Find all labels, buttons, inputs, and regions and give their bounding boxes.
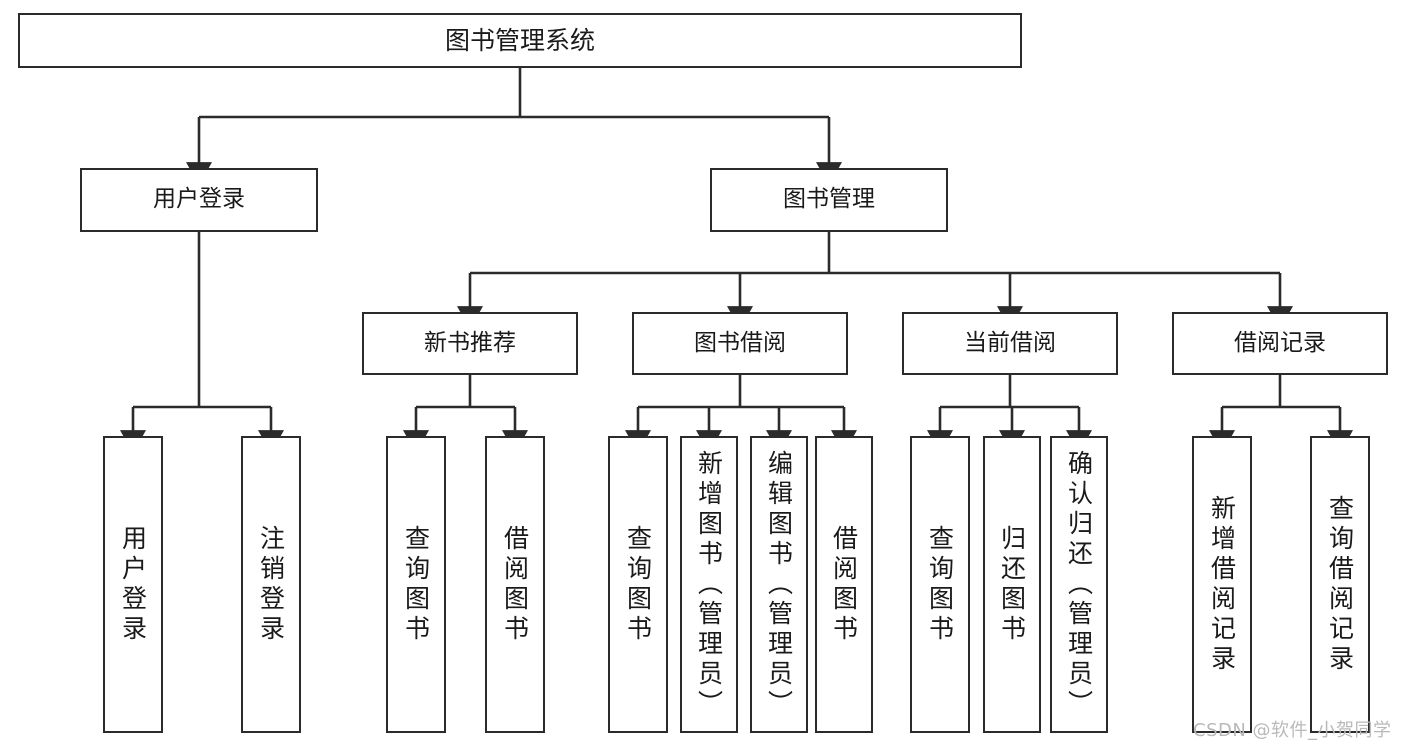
node-label: 确认归还（管理员） — [1064, 449, 1094, 720]
node-label: 借阅图书 — [500, 524, 530, 645]
node-label: 查询图书 — [401, 524, 431, 645]
node-current-borrow[interactable]: 当前借阅 — [902, 312, 1118, 375]
node-leaf-query-book-1[interactable]: 查询图书 — [386, 436, 446, 733]
node-label: 图书管理 — [783, 186, 875, 213]
node-label: 图书管理系统 — [444, 25, 595, 55]
node-label: 编辑图书（管理员） — [764, 449, 794, 720]
node-label: 归还图书 — [997, 524, 1027, 645]
node-user-login[interactable]: 用户登录 — [80, 168, 318, 232]
node-leaf-query-book-2[interactable]: 查询图书 — [608, 436, 668, 733]
node-label: 查询图书 — [925, 524, 955, 645]
watermark: CSDN @软件_小贺同学 — [1193, 720, 1392, 741]
node-label: 新书推荐 — [424, 329, 516, 356]
node-book-borrow[interactable]: 图书借阅 — [632, 312, 848, 375]
node-leaf-query-borrow-record[interactable]: 查询借阅记录 — [1310, 436, 1370, 733]
node-leaf-borrow-book-1[interactable]: 借阅图书 — [485, 436, 545, 733]
node-new-book-recommend[interactable]: 新书推荐 — [362, 312, 578, 375]
node-label: 借阅记录 — [1234, 329, 1326, 356]
node-label: 查询图书 — [623, 524, 653, 645]
node-book-management[interactable]: 图书管理 — [710, 168, 948, 232]
node-root-system[interactable]: 图书管理系统 — [18, 13, 1022, 68]
node-leaf-add-book[interactable]: 新增图书（管理员） — [680, 436, 738, 733]
node-label: 用户登录 — [153, 186, 245, 213]
node-label: 当前借阅 — [964, 329, 1056, 356]
node-label: 查询借阅记录 — [1325, 494, 1355, 675]
node-leaf-add-borrow-record[interactable]: 新增借阅记录 — [1192, 436, 1252, 733]
node-leaf-edit-book[interactable]: 编辑图书（管理员） — [750, 436, 808, 733]
node-label: 新增借阅记录 — [1207, 494, 1237, 675]
node-label: 新增图书（管理员） — [694, 449, 724, 720]
node-borrow-record[interactable]: 借阅记录 — [1172, 312, 1388, 375]
node-leaf-logout[interactable]: 注销登录 — [241, 436, 301, 733]
node-leaf-return-book[interactable]: 归还图书 — [983, 436, 1041, 733]
node-leaf-confirm-return[interactable]: 确认归还（管理员） — [1050, 436, 1108, 733]
node-leaf-borrow-book-2[interactable]: 借阅图书 — [815, 436, 873, 733]
node-leaf-query-book-3[interactable]: 查询图书 — [910, 436, 970, 733]
node-leaf-user-login[interactable]: 用户登录 — [103, 436, 163, 733]
node-label: 用户登录 — [118, 524, 148, 645]
node-label: 图书借阅 — [694, 329, 786, 356]
node-label: 借阅图书 — [829, 524, 859, 645]
node-label: 注销登录 — [256, 524, 286, 645]
